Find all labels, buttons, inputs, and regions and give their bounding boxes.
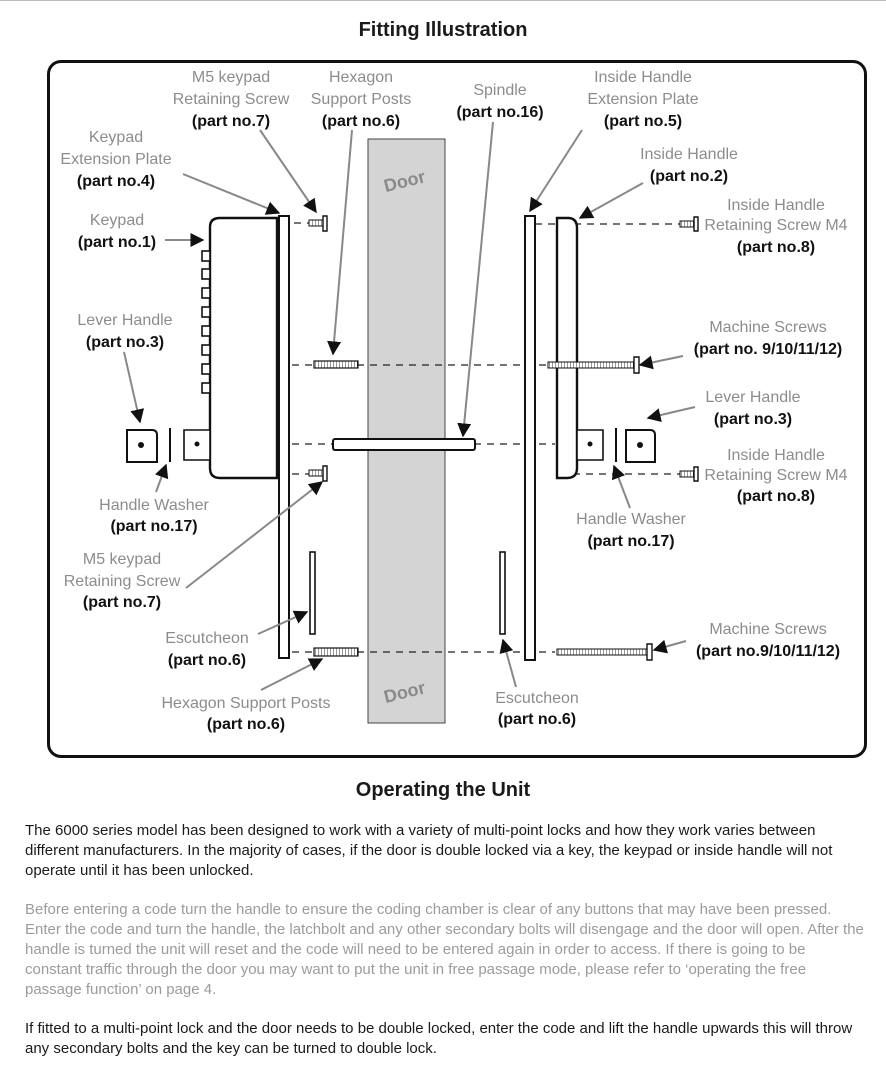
- label-lever-handle-right: Lever Handle (part no.3): [705, 389, 800, 428]
- label-machine-screws-bottom: Machine Screws (part no.9/10/11/12): [696, 621, 840, 660]
- fitting-illustration-title: Fitting Illustration: [358, 19, 528, 41]
- door-panel: [367, 138, 446, 724]
- illustration-frame: [47, 60, 867, 758]
- operating-title: Operating the Unit: [355, 779, 531, 801]
- svg-text:(part no.6): (part no.6): [498, 711, 576, 728]
- svg-text:(part no.17): (part no.17): [587, 533, 674, 550]
- svg-text:(part no.6): (part no.6): [168, 652, 246, 669]
- svg-text:Extension Plate: Extension Plate: [587, 91, 698, 108]
- svg-text:Keypad: Keypad: [89, 129, 143, 146]
- svg-text:M5 keypad: M5 keypad: [83, 551, 161, 568]
- label-hex-posts-top: Hexagon Support Posts (part no.6): [311, 69, 412, 130]
- fitting-diagram: Door Door: [60, 69, 847, 733]
- escutcheon-left-shape: [309, 551, 316, 635]
- inside-extension-plate: [524, 215, 536, 661]
- m5-screw-bottom-shape: [308, 465, 328, 482]
- lever-right-dot: [637, 442, 643, 448]
- svg-text:(part no.3): (part no.3): [714, 411, 792, 428]
- svg-text:(part no.9/10/11/12): (part no.9/10/11/12): [696, 643, 840, 660]
- paragraph-double-lock: If fitted to a multi-point lock and the …: [25, 1020, 853, 1057]
- svg-text:(part no.8): (part no.8): [737, 488, 815, 505]
- svg-text:(part no.6): (part no.6): [322, 113, 400, 130]
- label-spindle: Spindle (part no.16): [456, 82, 543, 121]
- paragraph-code-entry: Before entering a code turn the handle t…: [25, 901, 864, 998]
- svg-text:Handle Washer: Handle Washer: [99, 497, 209, 514]
- svg-text:Retaining Screw M4: Retaining Screw M4: [704, 217, 847, 234]
- svg-text:Escutcheon: Escutcheon: [165, 630, 249, 647]
- svg-text:(part no.2): (part no.2): [650, 168, 728, 185]
- svg-text:Keypad: Keypad: [90, 212, 144, 229]
- svg-text:Handle Washer: Handle Washer: [576, 511, 686, 528]
- label-inside-handle: Inside Handle (part no.2): [640, 146, 738, 185]
- label-handle-washer-left: Handle Washer (part no.17): [99, 497, 209, 535]
- svg-text:Support Posts: Support Posts: [311, 91, 412, 108]
- svg-text:Inside Handle: Inside Handle: [727, 197, 825, 214]
- svg-text:M5 keypad: M5 keypad: [192, 69, 270, 86]
- svg-text:Inside Handle: Inside Handle: [594, 69, 692, 86]
- svg-text:(part no.16): (part no.16): [456, 104, 543, 121]
- svg-text:Extension Plate: Extension Plate: [60, 151, 171, 168]
- svg-text:(part no.3): (part no.3): [86, 334, 164, 351]
- svg-text:Inside Handle: Inside Handle: [640, 146, 738, 163]
- svg-text:Inside Handle: Inside Handle: [727, 447, 825, 464]
- svg-text:Retaining Screw M4: Retaining Screw M4: [704, 467, 847, 484]
- m4-screw-bottom-shape: [679, 466, 699, 482]
- label-m5-screw-top: M5 keypad Retaining Screw (part no.7): [173, 69, 290, 130]
- spindle-shape: [332, 438, 476, 451]
- label-inside-screw-bottom: Inside Handle Retaining Screw M4 (part n…: [704, 447, 847, 505]
- svg-text:Hexagon Support Posts: Hexagon Support Posts: [162, 695, 331, 712]
- svg-text:(part no. 9/10/11/12): (part no. 9/10/11/12): [694, 341, 843, 358]
- svg-text:(part no.5): (part no.5): [604, 113, 682, 130]
- m4-screw-top-shape: [679, 216, 699, 232]
- svg-text:(part no.1): (part no.1): [78, 234, 156, 251]
- svg-text:Machine Screws: Machine Screws: [709, 621, 826, 638]
- label-keypad: Keypad (part no.1): [78, 212, 156, 251]
- leader-lines: [123, 121, 696, 691]
- keypad-extension-plate: [278, 215, 290, 659]
- paragraph-multipoint: The 6000 series model has been designed …: [25, 822, 833, 879]
- label-inside-extension-plate: Inside Handle Extension Plate (part no.5…: [587, 69, 698, 130]
- label-keypad-extension-plate: Keypad Extension Plate (part no.4): [60, 129, 171, 190]
- svg-text:(part no.4): (part no.4): [77, 173, 155, 190]
- svg-text:Machine Screws: Machine Screws: [709, 319, 826, 336]
- label-machine-screws-top: Machine Screws (part no. 9/10/11/12): [694, 319, 843, 358]
- label-hex-posts-bottom: Hexagon Support Posts (part no.6): [162, 695, 331, 733]
- label-handle-washer-right: Handle Washer (part no.17): [576, 511, 686, 550]
- label-inside-screw-top: Inside Handle Retaining Screw M4 (part n…: [704, 197, 847, 256]
- top-rule: [0, 0, 886, 1]
- machine-screw-bottom-shape: [556, 643, 653, 661]
- svg-text:Hexagon: Hexagon: [329, 69, 393, 86]
- svg-text:(part no.17): (part no.17): [110, 518, 197, 535]
- keypad-buttons: [201, 250, 211, 394]
- svg-text:Escutcheon: Escutcheon: [495, 690, 579, 707]
- inside-handle-body: [555, 216, 579, 480]
- keypad-body: [208, 216, 279, 480]
- label-m5-screw-bottom: M5 keypad Retaining Screw (part no.7): [64, 551, 181, 611]
- svg-text:(part no.6): (part no.6): [207, 716, 285, 733]
- svg-text:(part no.7): (part no.7): [192, 113, 270, 130]
- machine-screw-top-shape: [547, 356, 640, 374]
- svg-text:Retaining Screw: Retaining Screw: [173, 91, 290, 108]
- svg-text:(part no.7): (part no.7): [83, 594, 161, 611]
- svg-text:Lever Handle: Lever Handle: [705, 389, 800, 406]
- hexagon-post-top: [313, 360, 359, 369]
- svg-text:Spindle: Spindle: [473, 82, 526, 99]
- hexagon-post-bottom: [313, 647, 359, 657]
- label-escutcheon-right: Escutcheon (part no.6): [495, 690, 579, 728]
- m5-screw-top-shape: [308, 215, 328, 232]
- svg-text:Retaining Screw: Retaining Screw: [64, 573, 181, 590]
- escutcheon-right-shape: [499, 551, 506, 635]
- label-escutcheon-left: Escutcheon (part no.6): [165, 630, 249, 669]
- keypad-boss-dot: [194, 441, 200, 447]
- lever-left-dot: [138, 442, 144, 448]
- svg-text:(part no.8): (part no.8): [737, 239, 815, 256]
- label-lever-handle-left: Lever Handle (part no.3): [77, 312, 172, 351]
- inside-boss-dot: [587, 441, 593, 447]
- svg-text:Lever Handle: Lever Handle: [77, 312, 172, 329]
